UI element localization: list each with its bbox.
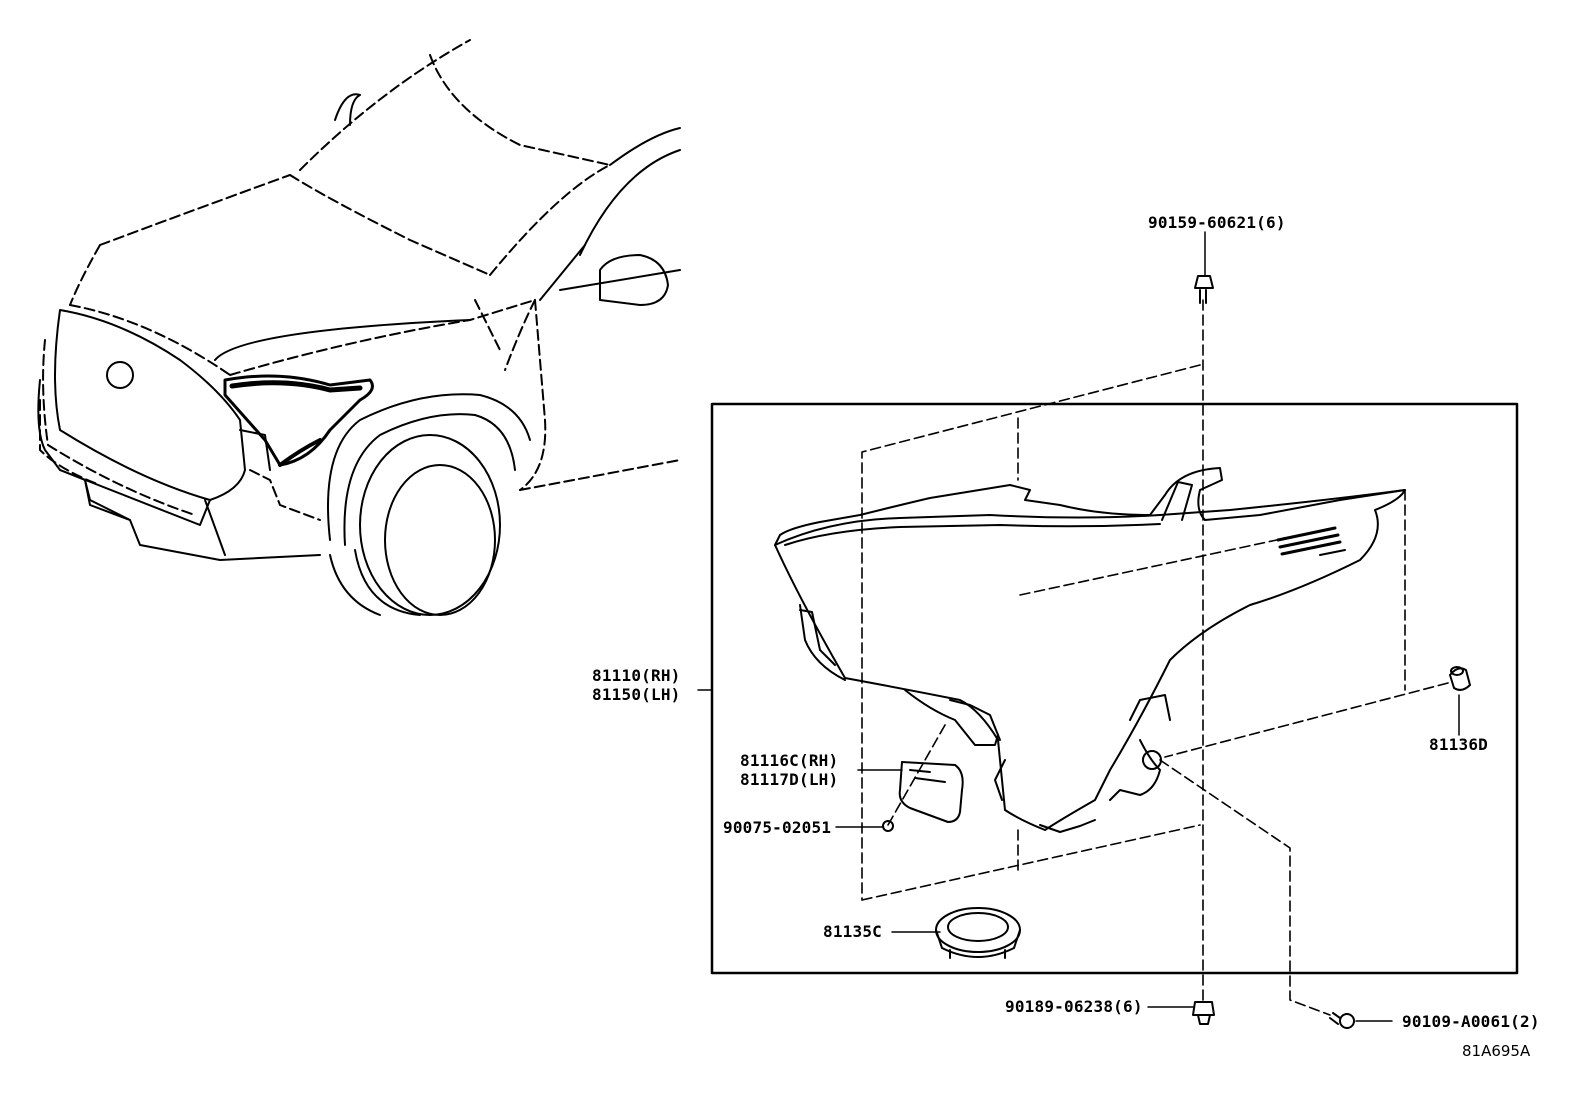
nut-icon-bottom <box>1192 1001 1215 1025</box>
part-label-bolt-right: 90109-A0061(2) <box>1402 1012 1540 1031</box>
socket-cover-icon <box>935 907 1021 959</box>
headlamp-assembly <box>774 467 1406 833</box>
cap-icon <box>1449 666 1471 691</box>
bolt-icon-right <box>1329 1012 1355 1029</box>
part-label-lens-lh: 81117D(LH) <box>740 770 839 789</box>
bolt-icon-top <box>1194 275 1214 304</box>
part-label-headlamp-rh: 81110(RH) <box>592 666 681 685</box>
lens-part <box>898 761 964 823</box>
part-label-nut-bottom: 90189-06238(6) <box>1005 997 1143 1016</box>
diagram-id-code: 81A695A <box>1462 1042 1531 1060</box>
part-label-screw: 90075-02051 <box>723 818 832 837</box>
screw-icon <box>882 820 894 832</box>
part-label-socket-cover: 81135C <box>823 922 882 941</box>
part-label-headlamp-lh: 81150(LH) <box>592 685 681 704</box>
vehicle-illustration <box>37 39 681 616</box>
part-label-cap: 81136D <box>1429 735 1488 754</box>
part-label-lens-rh: 81116C(RH) <box>740 751 839 770</box>
assembly-frame <box>710 402 1519 975</box>
part-label-bolt-top: 90159-60621(6) <box>1148 213 1286 232</box>
